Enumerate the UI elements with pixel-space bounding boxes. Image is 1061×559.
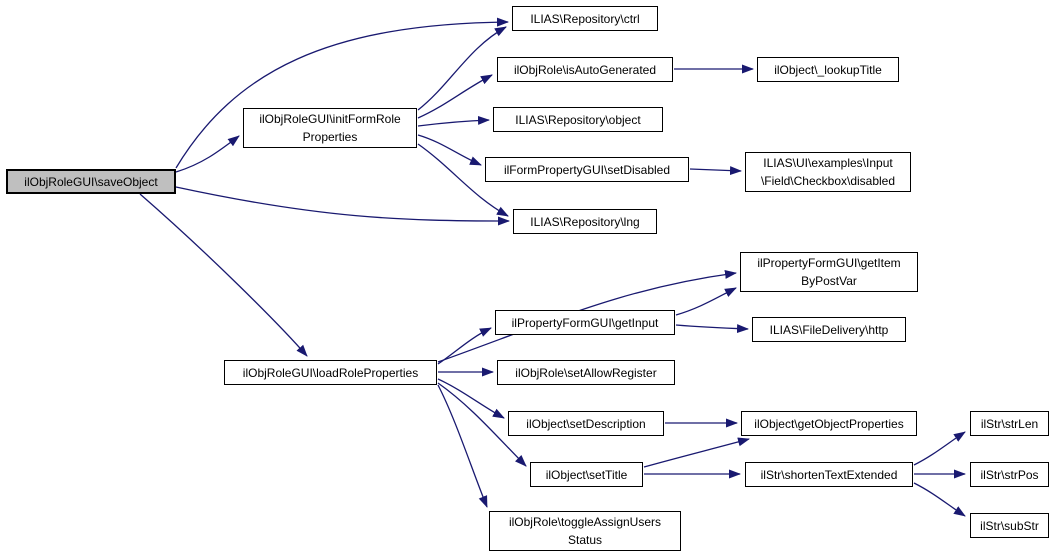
edge-get-input-to-get-item-by-post-var	[675, 287, 737, 316]
node-set-disabled[interactable]: ilFormPropertyGUI\setDisabled	[485, 157, 689, 182]
node-shorten-text-extended[interactable]: ilStr\shortenTextExtended	[745, 462, 913, 487]
node-save-object[interactable]: ilObjRoleGUI\saveObject	[6, 169, 176, 194]
node-get-input[interactable]: ilPropertyFormGUI\getInput	[495, 310, 675, 335]
node-label: \Field\Checkbox\disabled	[760, 174, 896, 188]
node-label: ilStr\shortenTextExtended	[760, 467, 898, 482]
edge-save-object-to-init-form-role-properties	[175, 135, 240, 173]
node-label: ilObjRole\isAutoGenerated	[513, 62, 657, 77]
edge-shorten-text-extended-to-str-len	[913, 431, 966, 466]
node-label: ILIAS\Repository\lng	[530, 214, 640, 229]
node-label: ilObjRoleGUI\saveObject	[24, 174, 158, 189]
edge-init-form-role-properties-to-repository-lng	[417, 143, 509, 217]
node-label: Properties	[302, 130, 358, 144]
node-str-len[interactable]: ilStr\strLen	[970, 411, 1049, 436]
node-label: ilPropertyFormGUI\getInput	[511, 315, 659, 330]
edge-save-object-to-repository-ctrl	[175, 17, 509, 169]
node-get-object-properties[interactable]: ilObject\getObjectProperties	[741, 411, 917, 436]
node-label: ILIAS\Repository\ctrl	[530, 11, 640, 26]
node-label: ilObject\setDescription	[526, 416, 646, 431]
edge-init-form-role-properties-to-is-auto-generated	[417, 74, 493, 119]
edge-set-disabled-to-checkbox-disabled	[689, 166, 742, 176]
node-checkbox-disabled[interactable]: ILIAS\UI\examples\Input \Field\Checkbox\d…	[745, 152, 911, 192]
edge-save-object-to-repository-lng	[175, 186, 510, 226]
node-set-title[interactable]: ilObject\setTitle	[530, 462, 643, 487]
edge-load-role-properties-to-set-description	[437, 378, 505, 419]
node-label: ILIAS\Repository\object	[515, 112, 641, 127]
node-label: ilObjRole\toggleAssignUsers	[508, 515, 662, 529]
node-label: ilFormPropertyGUI\setDisabled	[503, 162, 671, 177]
edge-shorten-text-extended-to-sub-str	[913, 482, 966, 517]
node-label: ILIAS\UI\examples\Input	[763, 156, 893, 170]
edge-init-form-role-properties-to-set-disabled	[417, 134, 482, 166]
node-label: ilObject\setTitle	[545, 467, 628, 482]
edge-set-title-to-get-object-properties	[643, 437, 750, 468]
edge-load-role-properties-to-set-title	[437, 382, 527, 467]
node-label: ilStr\strPos	[980, 467, 1039, 482]
node-repository-lng[interactable]: ILIAS\Repository\lng	[513, 209, 657, 234]
node-str-pos[interactable]: ilStr\strPos	[970, 462, 1049, 487]
edge-save-object-to-load-role-properties	[139, 193, 308, 357]
edge-init-form-role-properties-to-repository-object	[417, 115, 490, 127]
node-is-auto-generated[interactable]: ilObjRole\isAutoGenerated	[497, 57, 673, 82]
node-label: ilObject\_lookupTitle	[774, 62, 882, 77]
node-load-role-properties[interactable]: ilObjRoleGUI\loadRoleProperties	[224, 360, 437, 385]
node-file-delivery-http[interactable]: ILIAS\FileDelivery\http	[752, 317, 906, 342]
node-label: Status	[567, 533, 603, 547]
node-label: ilObjRole\setAllowRegister	[515, 365, 657, 380]
node-sub-str[interactable]: ilStr\subStr	[970, 513, 1049, 538]
node-label: ilStr\subStr	[980, 518, 1039, 533]
node-label: ilObjRoleGUI\initFormRole	[259, 112, 401, 126]
node-label: ILIAS\FileDelivery\http	[769, 322, 889, 337]
node-label: ilPropertyFormGUI\getItem	[757, 256, 901, 270]
node-label: ilStr\strLen	[980, 416, 1039, 431]
node-repository-ctrl[interactable]: ILIAS\Repository\ctrl	[512, 6, 658, 31]
node-label: ByPostVar	[801, 274, 857, 288]
node-set-allow-register[interactable]: ilObjRole\setAllowRegister	[497, 360, 675, 385]
edge-load-role-properties-to-toggle-assign-users-status	[437, 384, 488, 508]
node-set-description[interactable]: ilObject\setDescription	[508, 411, 664, 436]
edge-init-form-role-properties-to-repository-ctrl	[417, 26, 507, 111]
edge-load-role-properties-to-get-input	[437, 327, 492, 365]
node-label: ilObjRoleGUI\loadRoleProperties	[242, 365, 419, 380]
edge-get-input-to-file-delivery-http	[675, 324, 749, 334]
node-lookup-title[interactable]: ilObject\_lookupTitle	[757, 57, 899, 82]
edge-load-role-properties-to-get-item-by-post-var	[437, 270, 737, 363]
node-label: ilObject\getObjectProperties	[754, 416, 904, 431]
node-repository-object[interactable]: ILIAS\Repository\object	[493, 107, 663, 132]
